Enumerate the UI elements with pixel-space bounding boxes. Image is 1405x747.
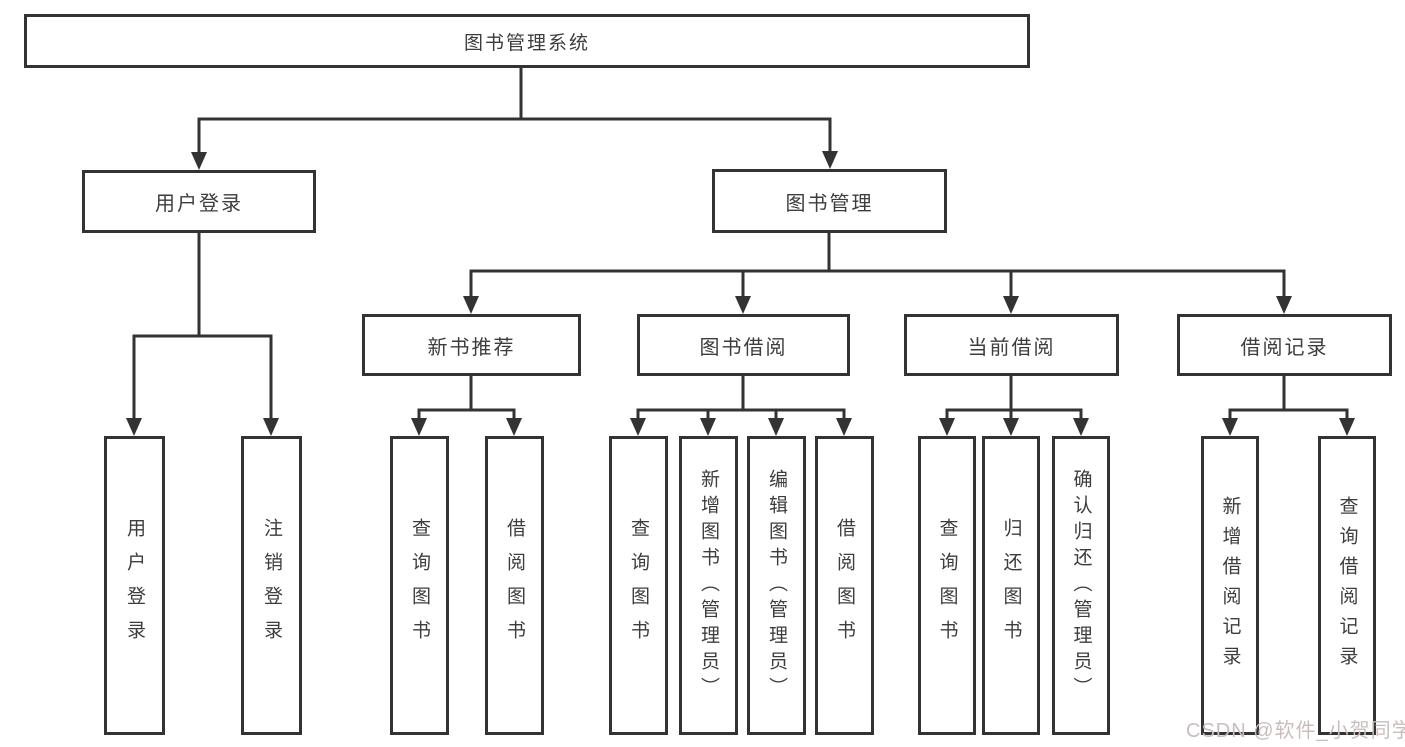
node-leaf-query-books-2: 查询图书: [609, 436, 668, 735]
node-leaf-borrow-books-2: 借阅图书: [815, 436, 874, 735]
node-leaf-query-borrow-record-label: 查询借阅记录: [1336, 495, 1358, 676]
node-leaf-query-books-2-label: 查询图书: [628, 517, 649, 654]
node-leaf-user-login: 用户登录: [104, 436, 165, 735]
node-leaf-logout-label: 注销登录: [261, 517, 282, 654]
node-book-management: 图书管理: [712, 169, 947, 233]
node-leaf-return-books: 归还图书: [982, 436, 1040, 735]
node-leaf-query-books-3: 查询图书: [918, 436, 976, 735]
connector-records-children: [1222, 376, 1355, 436]
node-book-borrow: 图书借阅: [637, 314, 850, 376]
node-leaf-add-borrow-record-label: 新增借阅记录: [1219, 495, 1241, 676]
node-leaf-borrow-books-1: 借阅图书: [485, 436, 544, 735]
node-leaf-query-borrow-record: 查询借阅记录: [1318, 436, 1376, 735]
node-leaf-query-books-1-label: 查询图书: [409, 517, 430, 654]
connector-borrow-children: [630, 376, 852, 436]
node-leaf-logout: 注销登录: [241, 436, 302, 735]
node-leaf-confirm-return-admin-label: 确认归还（管理员）: [1070, 468, 1092, 703]
connector-current-children: [939, 376, 1089, 436]
node-leaf-query-books-3-label: 查询图书: [936, 517, 958, 654]
node-leaf-return-books-label: 归还图书: [1000, 517, 1022, 654]
node-leaf-edit-book-admin: 编辑图书（管理员）: [747, 436, 806, 735]
connector-new-rec-children: [411, 376, 522, 436]
node-new-book-recommend: 新书推荐: [362, 314, 581, 376]
node-leaf-user-login-label: 用户登录: [124, 517, 145, 654]
node-current-borrow: 当前借阅: [904, 314, 1119, 376]
node-leaf-add-book-admin: 新增图书（管理员）: [679, 436, 738, 735]
connector-user-login-children: [126, 233, 279, 436]
connector-book-mgmt-children: [463, 233, 1292, 314]
node-leaf-edit-book-admin-label: 编辑图书（管理员）: [766, 468, 787, 703]
node-leaf-confirm-return-admin: 确认归还（管理员）: [1052, 436, 1110, 735]
node-root-system: 图书管理系统: [24, 14, 1030, 68]
connector-root-to-level1: [191, 68, 838, 170]
node-leaf-borrow-books-2-label: 借阅图书: [834, 517, 855, 654]
node-user-login: 用户登录: [82, 170, 316, 233]
node-leaf-add-book-admin-label: 新增图书（管理员）: [698, 468, 719, 703]
node-leaf-borrow-books-1-label: 借阅图书: [504, 517, 525, 654]
node-leaf-add-borrow-record: 新增借阅记录: [1201, 436, 1259, 735]
node-leaf-query-books-1: 查询图书: [390, 436, 449, 735]
node-borrow-records: 借阅记录: [1177, 314, 1392, 376]
csdn-watermark: CSDN @软件_小贺同学: [1186, 720, 1405, 742]
